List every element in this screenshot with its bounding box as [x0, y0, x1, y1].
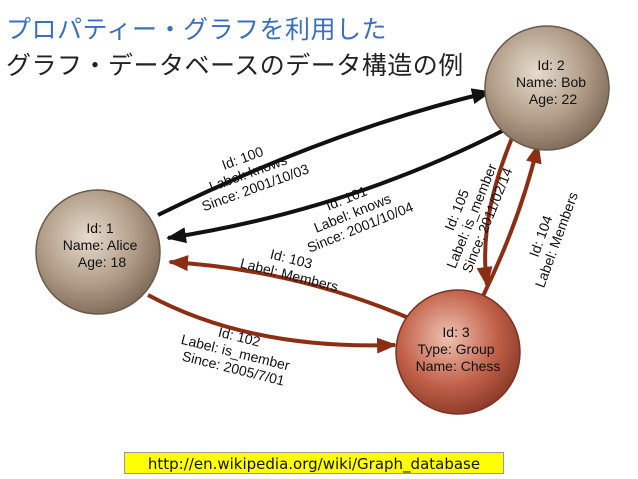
- node-bob-line: Age: 22: [529, 91, 577, 107]
- edge-101-line: [166, 125, 511, 244]
- svg-text:Id: 1 Name: Alice: Id: 1 Name: Alice Age: 18: [63, 220, 142, 270]
- node-chess-line: Type: Group: [418, 341, 495, 357]
- node-bob: Id: 2 Name: Bob Age: 22: [484, 25, 610, 151]
- node-chess: Id: 3 Type: Group Name: Chess: [395, 289, 521, 415]
- edge-101-label: Id: 101 Label: knows Since: 2001/10/04: [293, 169, 416, 256]
- node-bob-line: Id: 2: [537, 57, 564, 73]
- edge-102-line: [147, 293, 397, 354]
- slide-title-line-2: グラフ・データベースのデータ構造の例: [6, 51, 464, 80]
- node-bob-line: Name: Bob: [516, 74, 586, 90]
- node-alice-line: Id: 1: [86, 220, 113, 236]
- edge-100-line: [157, 88, 492, 217]
- slide-title-line-1: プロパティー・グラフを利用した: [6, 15, 388, 44]
- edge-105-label: Id: 105 Label: is_member Since: 2011/02/…: [428, 152, 516, 277]
- node-alice-line: Name: Alice: [63, 237, 138, 253]
- node-chess-line: Name: Chess: [416, 358, 501, 374]
- edge-102-label: Id: 102 Label: is_member Since: 2005/7/0…: [176, 315, 299, 389]
- edge-105-line: [476, 137, 514, 287]
- node-chess-line: Id: 3: [442, 324, 469, 340]
- svg-text:Id: 2 Name: Bob Ag: Id: 2 Name: Bob Age: 22: [516, 57, 590, 107]
- edge-100-label: Id: 100 Label: knows Since: 2001/10/03: [189, 130, 312, 214]
- node-alice-line: Age: 18: [78, 254, 126, 270]
- node-alice: Id: 1 Name: Alice Age: 18: [35, 189, 161, 315]
- edge-103-line: [168, 255, 419, 324]
- svg-text:Id: 3 Type: Group: Id: 3 Type: Group Name: Chess: [416, 324, 501, 374]
- source-url: http://en.wikipedia.org/wiki/Graph_datab…: [124, 452, 504, 474]
- edge-104-label: Id: 104 Label: Members: [517, 184, 581, 289]
